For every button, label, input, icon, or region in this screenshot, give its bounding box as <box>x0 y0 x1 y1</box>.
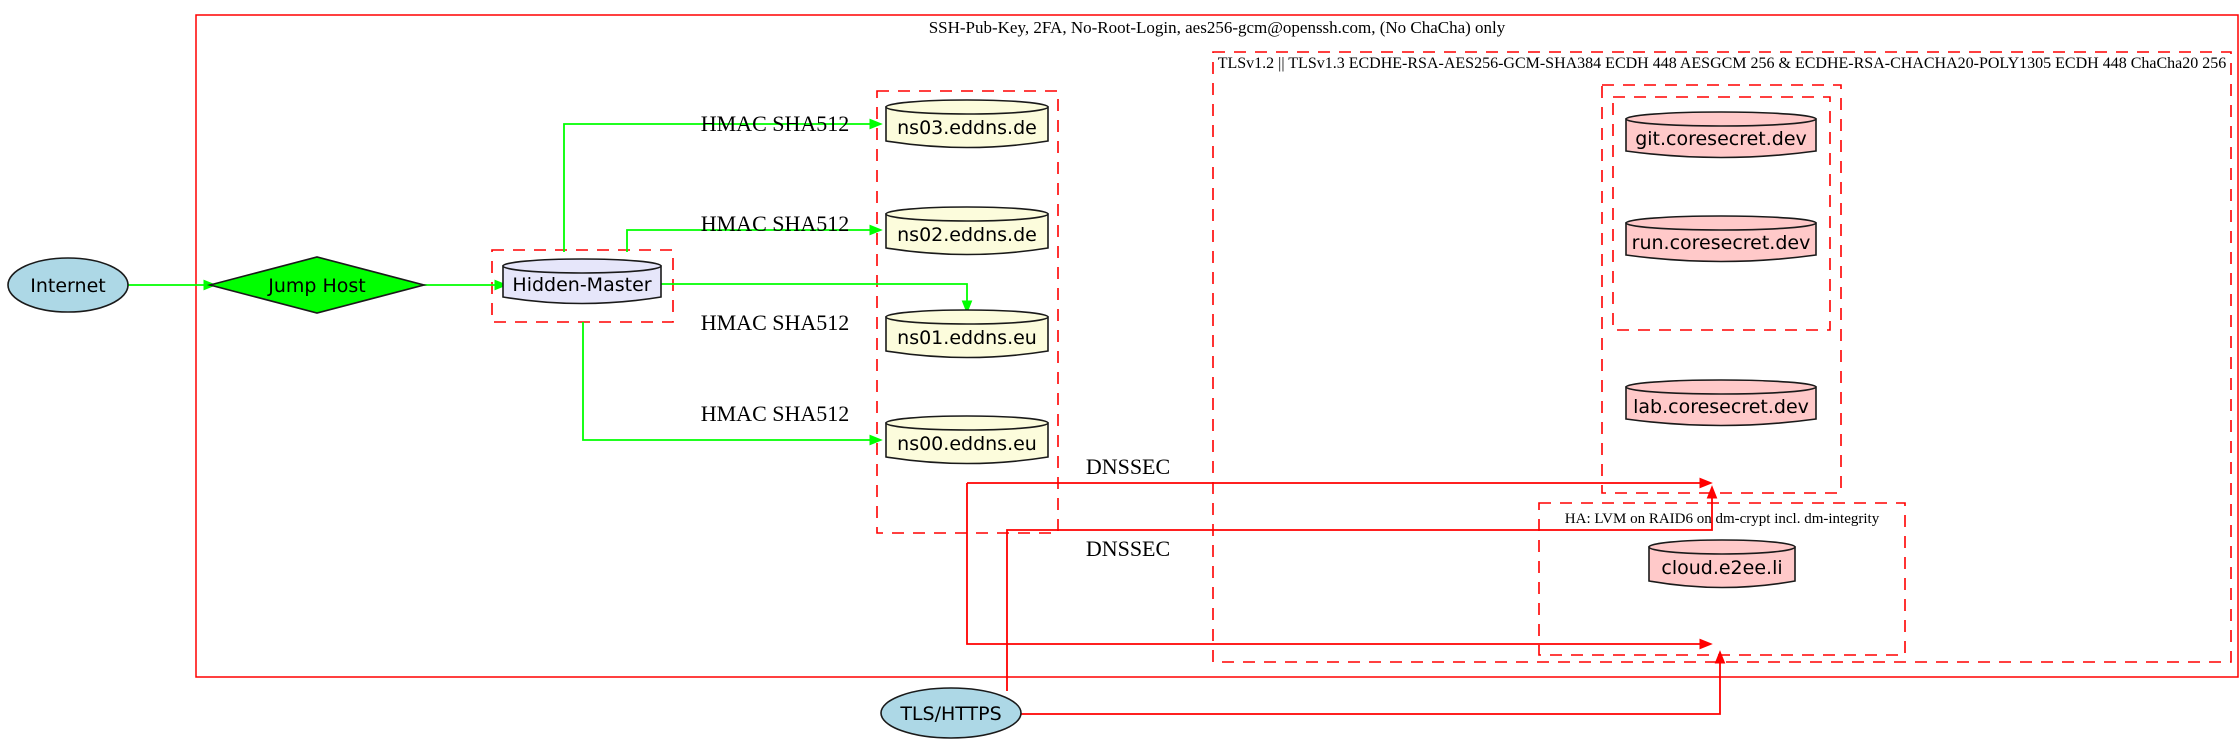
ns03-cylinder-top <box>885 99 1049 115</box>
cloud-label: cloud.e2ee.li <box>1661 557 1782 579</box>
node-cloud: cloud.e2ee.li <box>1648 539 1796 589</box>
ns03-label: ns03.eddns.de <box>897 117 1037 139</box>
hidden-master-cylinder-top <box>502 258 662 274</box>
edge-tlshttps-to-cloud <box>1021 650 1726 715</box>
node-run: run.coresecret.dev <box>1625 215 1817 263</box>
ns01-cylinder-body <box>885 316 1049 359</box>
edge-dns-to-cloud-dnssec <box>966 483 1713 650</box>
node-internet: Internet <box>7 257 129 313</box>
internet-ellipse <box>7 257 129 313</box>
ns00-cylinder-top <box>885 415 1049 431</box>
run-cylinder-top <box>1625 215 1817 231</box>
ssh-cluster-box <box>195 14 2239 678</box>
edge-hiddenmaster-to-ns03 <box>563 118 883 252</box>
edge-hiddenmaster-to-ns00 <box>582 322 883 446</box>
tls-cluster-label: TLSv1.2 || TLSv1.3 ECDHE-RSA-AES256-GCM-… <box>1218 55 2227 72</box>
edge-label-dnssec-bottom: DNSSEC <box>1086 536 1170 561</box>
tls-cluster-box <box>1212 51 2232 663</box>
node-hidden-master: Hidden-Master <box>502 258 662 305</box>
lab-cylinder-body <box>1625 386 1817 427</box>
ns01-cylinder-top <box>885 309 1049 325</box>
edge-hiddenmaster-to-ns02 <box>626 224 883 252</box>
node-ns00: ns00.eddns.eu <box>885 415 1049 465</box>
ns03-cylinder-body <box>885 106 1049 149</box>
node-jump-host: Jump Host <box>206 256 428 314</box>
jump-host-diamond <box>206 256 428 314</box>
git-label: git.coresecret.dev <box>1635 128 1807 150</box>
node-ns03: ns03.eddns.de <box>885 99 1049 149</box>
cloud-cylinder-top <box>1648 539 1796 555</box>
ns00-cylinder-body <box>885 422 1049 465</box>
tls-https-label: TLS/HTTPS <box>899 703 1001 725</box>
ns02-cylinder-body <box>885 213 1049 256</box>
node-tls-https: TLS/HTTPS <box>880 687 1022 739</box>
ssh-cluster-label: SSH-Pub-Key, 2FA, No-Root-Login, aes256-… <box>929 18 1506 37</box>
git-cylinder-top <box>1625 111 1817 127</box>
ns02-cylinder-top <box>885 206 1049 222</box>
cloud-cylinder-body <box>1648 546 1796 589</box>
jump-host-label: Jump Host <box>267 275 366 297</box>
edge-label-dnssec-top: DNSSEC <box>1086 454 1170 479</box>
dns-servers-cluster-box <box>876 90 1059 534</box>
git-cylinder-body <box>1625 118 1817 159</box>
edge-label-hmac-ns02: HMAC SHA512 <box>701 211 850 236</box>
edge-label-hmac-ns03: HMAC SHA512 <box>701 111 850 136</box>
run-label: run.coresecret.dev <box>1632 232 1811 254</box>
edge-label-hmac-ns00: HMAC SHA512 <box>701 401 850 426</box>
node-lab: lab.coresecret.dev <box>1625 379 1817 427</box>
coresecret-cluster-box <box>1601 84 1842 494</box>
run-cylinder-body <box>1625 222 1817 263</box>
hidden-master-label: Hidden-Master <box>512 274 651 296</box>
tls-https-ellipse <box>880 687 1022 739</box>
internet-label: Internet <box>30 275 105 297</box>
node-git: git.coresecret.dev <box>1625 111 1817 159</box>
ns01-label: ns01.eddns.eu <box>897 327 1037 349</box>
git-run-cluster-box <box>1612 96 1831 331</box>
ns00-label: ns00.eddns.eu <box>897 433 1037 455</box>
edge-hiddenmaster-to-ns01 <box>661 283 973 314</box>
lab-label: lab.coresecret.dev <box>1633 396 1809 418</box>
ha-cluster-label: HA: LVM on RAID6 on dm-crypt incl. dm-in… <box>1565 511 1880 527</box>
node-ns01: ns01.eddns.eu <box>885 309 1049 359</box>
edge-label-hmac-ns01: HMAC SHA512 <box>701 310 850 335</box>
edge-tlshttps-to-coresecret <box>1006 485 1718 691</box>
node-ns02: ns02.eddns.de <box>885 206 1049 256</box>
lab-cylinder-top <box>1625 379 1817 395</box>
ns02-label: ns02.eddns.de <box>897 224 1037 246</box>
hidden-master-cylinder-body <box>502 265 662 305</box>
